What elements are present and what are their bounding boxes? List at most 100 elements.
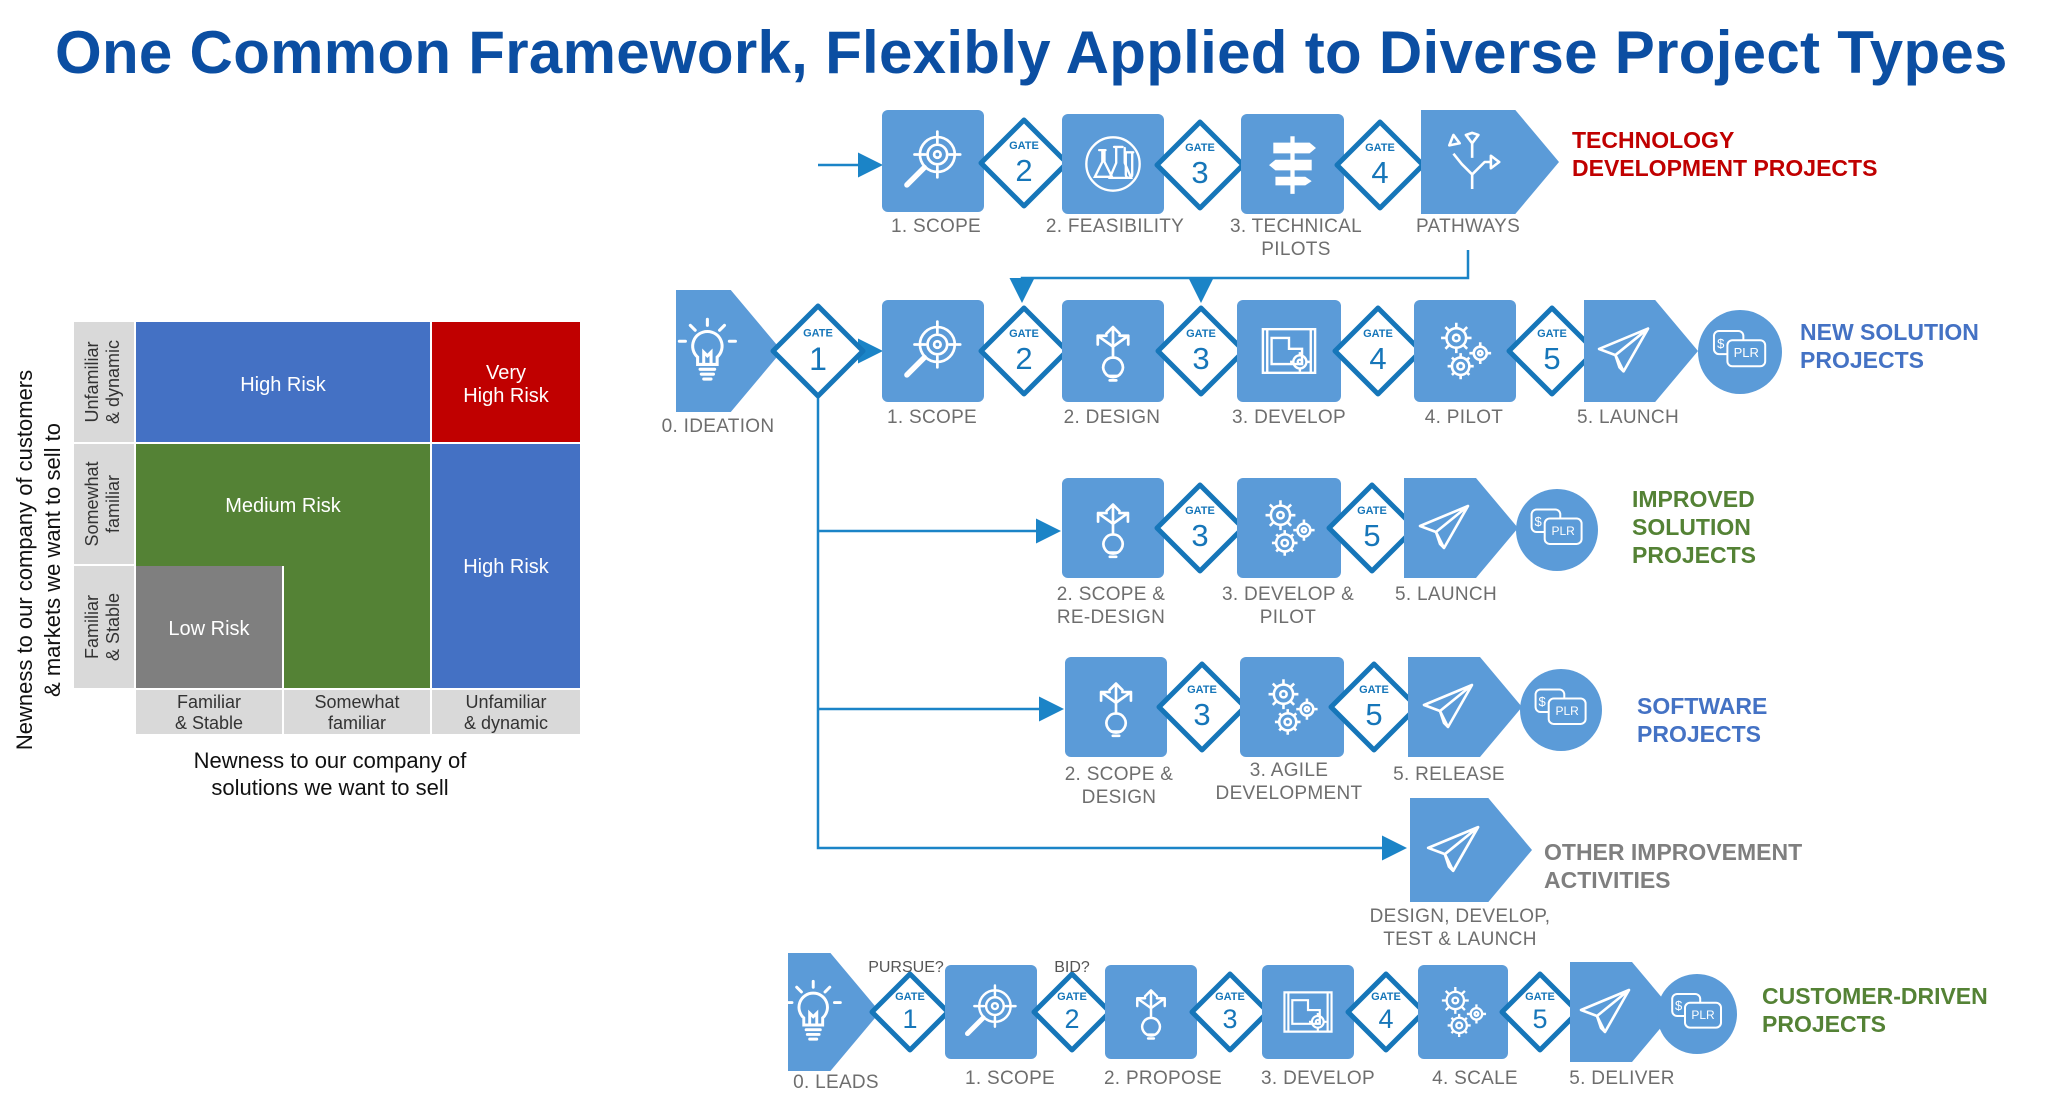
y-axis-title-1: Newness to our company of customers	[12, 370, 37, 750]
improved-stage-2b: PILOT	[1260, 607, 1316, 628]
connector-lines	[816, 152, 1470, 861]
new-scope-box	[882, 300, 984, 402]
customer-gate-5-word: GATE	[1525, 991, 1555, 1003]
new-gate-5-word: GATE	[1537, 328, 1567, 340]
bid-note: BID?	[1054, 959, 1090, 976]
tech-gate-3	[1154, 119, 1246, 211]
software-stage-1b: DESIGN	[1082, 787, 1157, 808]
row-label-3a: Familiar	[82, 595, 102, 659]
customer-stage-0: 0. LEADS	[793, 1072, 879, 1093]
improved-plr-circle-plr-text: PLR	[1551, 524, 1575, 538]
col-header-somewhat	[284, 690, 430, 734]
new-gate-2	[978, 305, 1070, 397]
customer-gate-3-number: 3	[1222, 1004, 1237, 1034]
ideation-shape	[676, 290, 782, 412]
new-gate-4-number: 4	[1369, 341, 1386, 376]
other-label-1: OTHER IMPROVEMENT	[1544, 839, 1802, 865]
new-develop-box	[1237, 300, 1341, 402]
tech-gate-4	[1334, 119, 1426, 211]
tech-gate-3-word: GATE	[1185, 142, 1215, 154]
new-gate-2-word: GATE	[1009, 328, 1039, 340]
other-stage-a: DESIGN, DEVELOP,	[1370, 906, 1551, 927]
customer-scope-box	[945, 965, 1037, 1059]
improved-gate-3-word: GATE	[1185, 505, 1215, 517]
software-stage-2a: 3. AGILE	[1250, 760, 1328, 781]
improved-gate-3-number: 3	[1191, 518, 1208, 553]
improved-plr-circle-dollar-text: $	[1535, 514, 1543, 529]
new-gate-3-number: 3	[1192, 341, 1209, 376]
customer-plr-circle-dollar-text: $	[1675, 998, 1683, 1013]
tech-label-1: TECHNOLOGY	[1572, 127, 1734, 153]
page-title: One Common Framework, Flexibly Applied t…	[55, 19, 2008, 86]
row-header-familiar	[74, 566, 134, 688]
improved-gate-5-word: GATE	[1357, 505, 1387, 517]
improved-stage-1a: 2. SCOPE &	[1057, 584, 1166, 605]
customer-gate-3	[1189, 971, 1271, 1053]
software-release-shape	[1408, 657, 1522, 757]
new-stage-1: 1. SCOPE	[887, 407, 977, 428]
tech-label-2: DEVELOPMENT PROJECTS	[1572, 155, 1877, 181]
ideation-label: 0. IDEATION	[662, 416, 775, 437]
customer-stage-3: 3. DEVELOP	[1261, 1068, 1375, 1089]
customer-label-2: PROJECTS	[1762, 1011, 1886, 1037]
customer-plr-circle-plr-text: PLR	[1691, 1008, 1715, 1022]
new-gate-3	[1155, 305, 1247, 397]
software-gate-3-word: GATE	[1187, 684, 1217, 696]
customer-gate-4-number: 4	[1378, 1004, 1393, 1034]
customer-gate-5-number: 5	[1532, 1004, 1547, 1034]
tech-stage-3b: PILOTS	[1261, 239, 1330, 260]
label-medium-risk: Medium Risk	[225, 495, 342, 517]
improved-label-1: IMPROVED	[1632, 486, 1755, 512]
col-label-3a: Unfamiliar	[465, 692, 546, 712]
software-label-1: SOFTWARE	[1637, 693, 1767, 719]
new-gate-3-word: GATE	[1186, 328, 1216, 340]
customer-gate-2	[1031, 971, 1113, 1053]
y-axis-title-2: & markets we want to sell to	[40, 423, 65, 697]
improved-gate-5	[1326, 482, 1418, 574]
customer-gate-5	[1499, 971, 1581, 1053]
customer-scale-box	[1418, 965, 1508, 1059]
improved-develop-box	[1237, 478, 1341, 578]
other-stage-b: TEST & LAUNCH	[1383, 929, 1536, 950]
new-pilot-box	[1414, 300, 1516, 402]
tech-scope-box	[882, 110, 984, 212]
pursue-note: PURSUE?	[868, 959, 944, 976]
software-gate-5	[1328, 661, 1420, 753]
customer-deliver-shape	[1570, 962, 1674, 1062]
customer-gate-2-number: 2	[1064, 1004, 1079, 1034]
customer-develop-box	[1262, 965, 1354, 1059]
row-label-1b: & dynamic	[103, 340, 123, 424]
customer-leads-shape	[788, 953, 880, 1071]
software-stage-1a: 2. SCOPE &	[1065, 764, 1174, 785]
new-label-1: NEW SOLUTION	[1800, 319, 1979, 345]
label-high-risk-right: High Risk	[463, 556, 550, 578]
software-plr-circle-plr-text: PLR	[1555, 704, 1579, 718]
col-label-3b: & dynamic	[464, 713, 548, 733]
risk-matrix: High Risk Very High Risk Medium Risk Hig…	[12, 322, 580, 800]
customer-gate-3-word: GATE	[1215, 991, 1245, 1003]
customer-stage-2: 2. PROPOSE	[1104, 1068, 1222, 1089]
improved-label-2: SOLUTION	[1632, 514, 1751, 540]
customer-label-1: CUSTOMER-DRIVEN	[1762, 983, 1988, 1009]
new-stage-2: 2. DESIGN	[1064, 407, 1161, 428]
ideation-gate-1-number: 1	[809, 341, 827, 377]
label-low-risk: Low Risk	[168, 618, 250, 640]
tech-feasibility-box	[1062, 114, 1164, 214]
label-very-high-1: Very	[486, 362, 526, 384]
cell-very-high-risk	[432, 322, 580, 442]
label-very-high-2: High Risk	[463, 385, 550, 407]
software-gate-3	[1156, 661, 1248, 753]
improved-stage-3: 5. LAUNCH	[1395, 584, 1497, 605]
software-develop-box	[1240, 657, 1344, 757]
col-label-1b: & Stable	[175, 713, 243, 733]
cell-high-risk-right	[432, 444, 580, 688]
x-axis-title-2: solutions we want to sell	[211, 775, 448, 800]
software-plr-circle-dollar-text: $	[1539, 694, 1547, 709]
ideation-gate-1	[770, 303, 866, 399]
software-stage-2b: DEVELOPMENT	[1216, 783, 1363, 804]
row-label-1a: Unfamiliar	[82, 341, 102, 422]
software-gate-3-number: 3	[1193, 697, 1210, 732]
ideation-gate-1-word: GATE	[803, 328, 833, 340]
customer-gate-1-number: 1	[902, 1004, 917, 1034]
col-header-familiar	[136, 690, 282, 734]
